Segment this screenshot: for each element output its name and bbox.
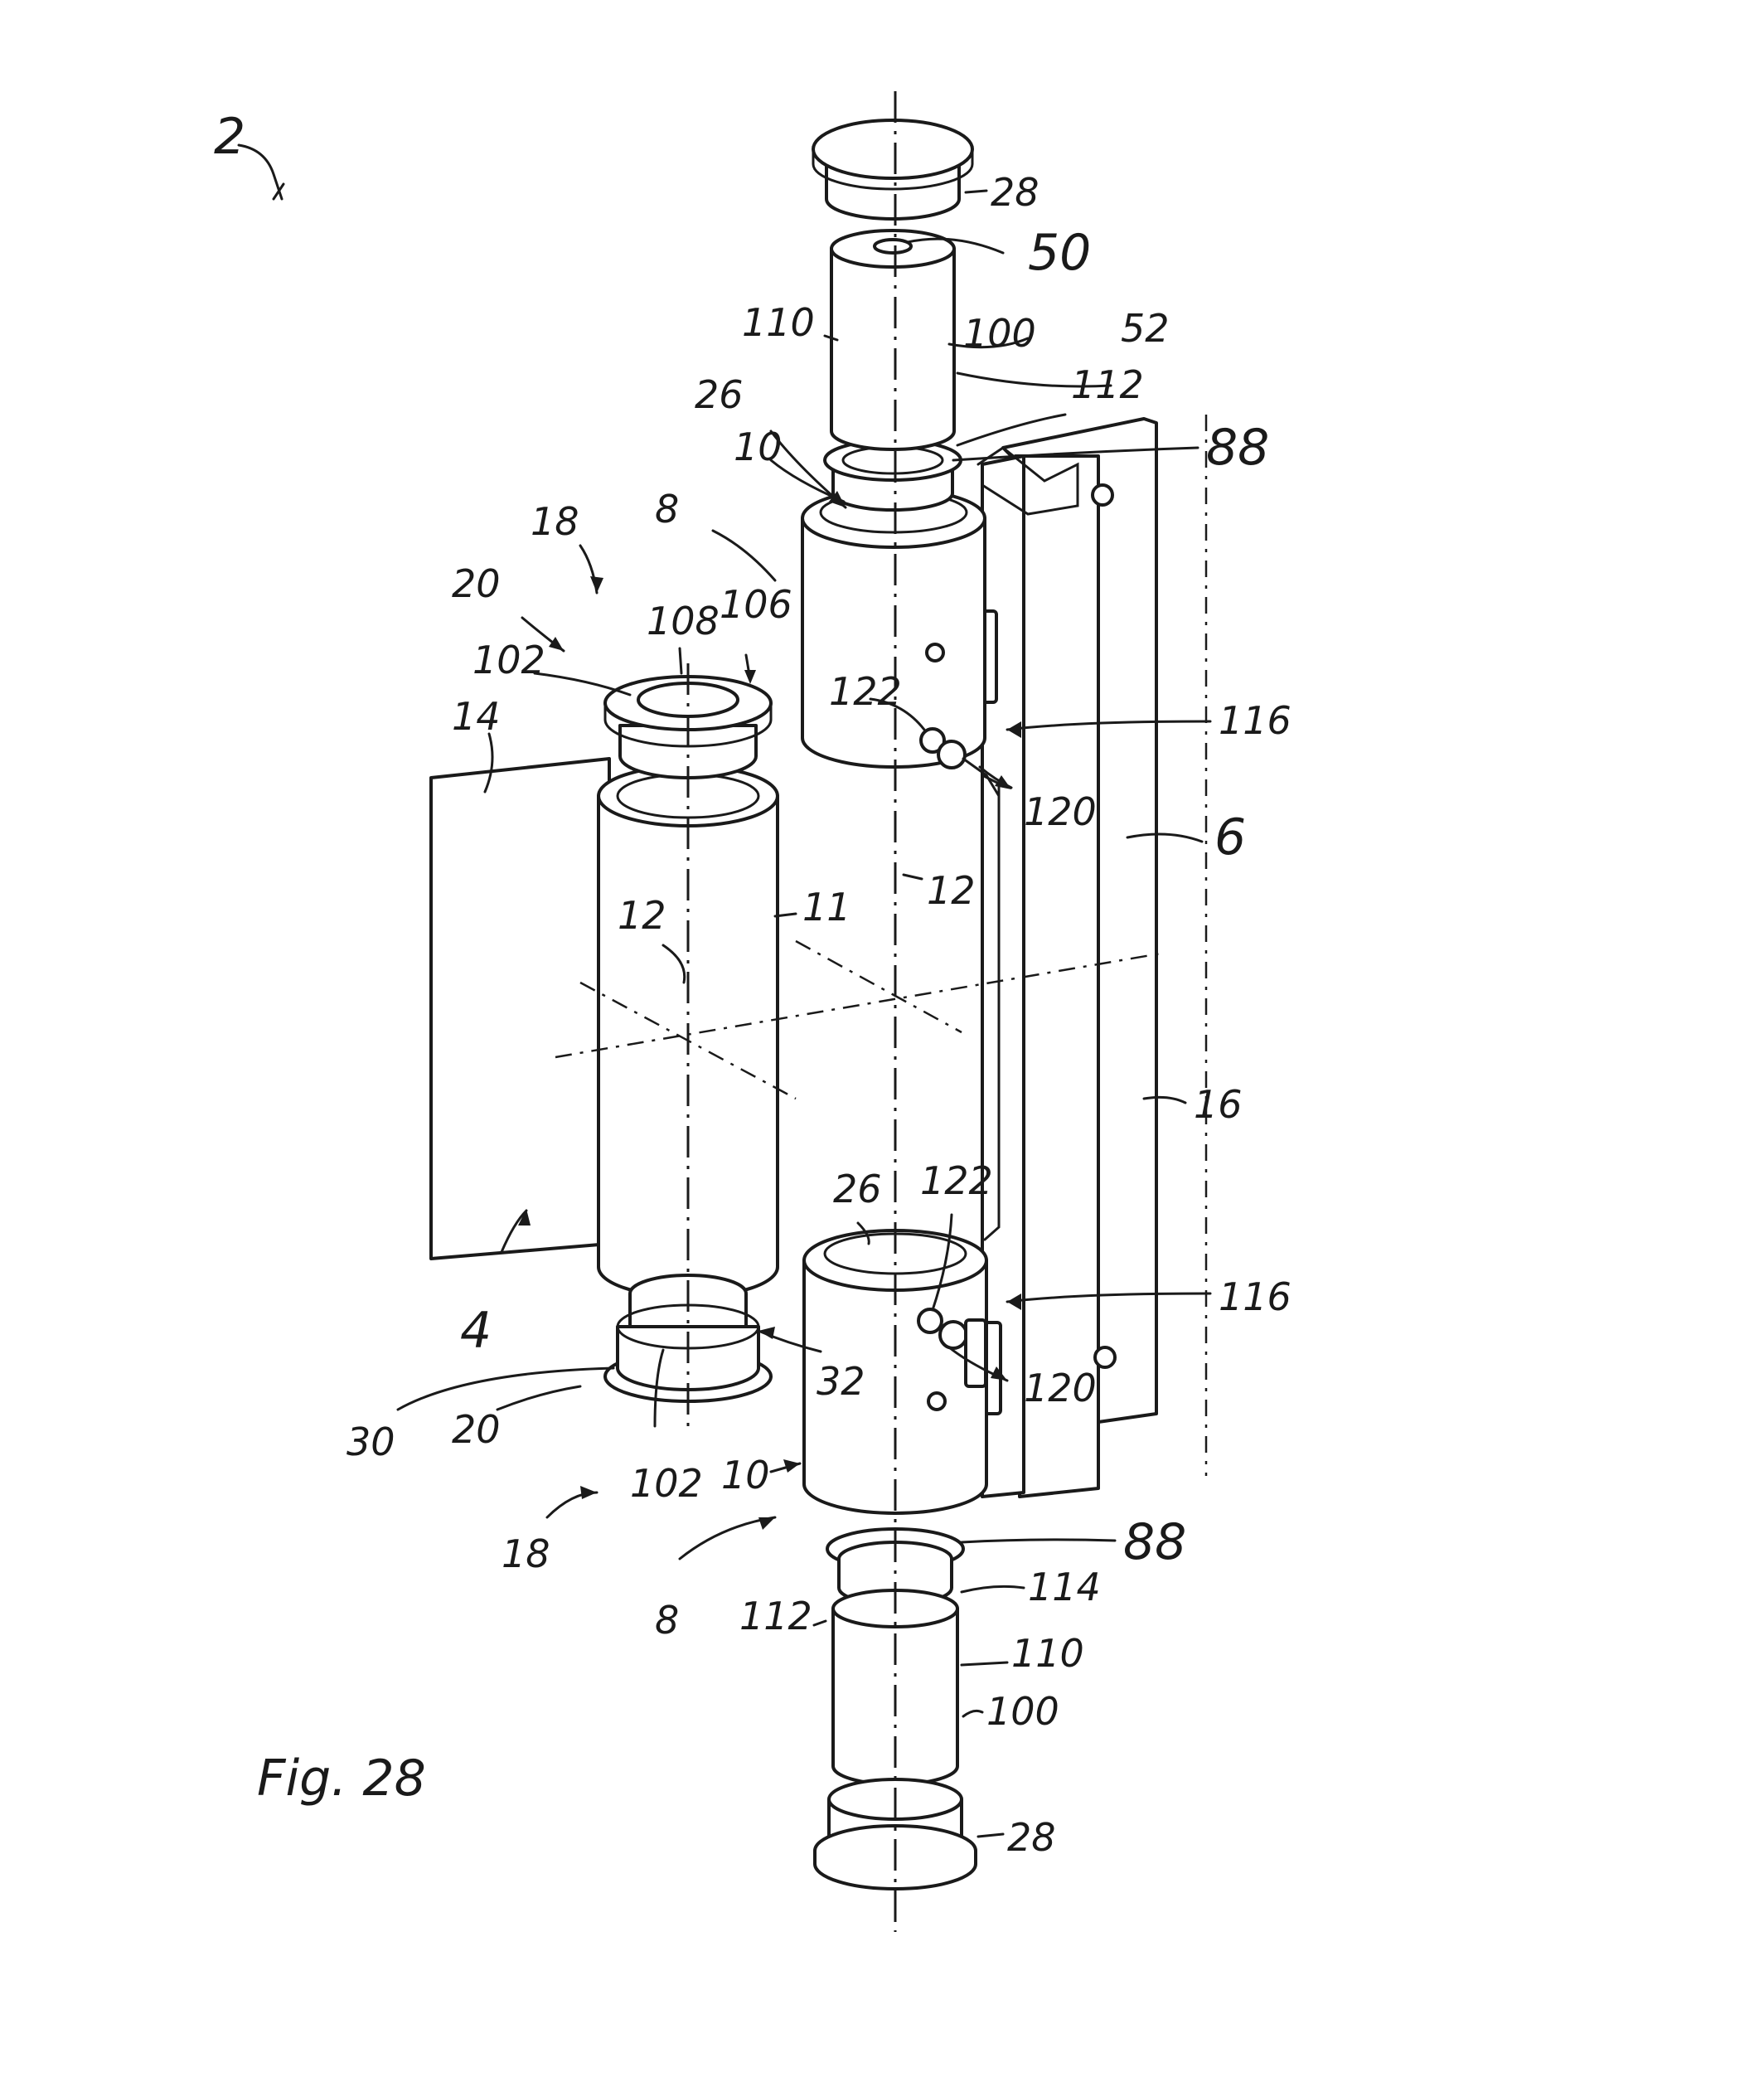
label-110-bottom: 110 bbox=[1011, 1631, 1084, 1676]
label-88-top: 88 bbox=[1206, 419, 1269, 477]
label-10-top: 10 bbox=[734, 425, 783, 469]
label-18-bottom: 18 bbox=[502, 1531, 550, 1576]
label-108: 108 bbox=[647, 599, 720, 643]
label-114: 114 bbox=[1028, 1565, 1101, 1609]
label-16: 16 bbox=[1194, 1082, 1243, 1127]
label-20-top: 20 bbox=[452, 561, 501, 606]
cross-axis-3 bbox=[796, 941, 962, 1032]
label-100-top: 100 bbox=[963, 311, 1036, 356]
label-8-bottom: 8 bbox=[655, 1598, 679, 1643]
label-120-top: 120 bbox=[1024, 789, 1097, 834]
label-18-top: 18 bbox=[531, 499, 579, 544]
label-12-left: 12 bbox=[618, 893, 666, 938]
label-8-top: 8 bbox=[655, 487, 679, 531]
label-120-bottom: 120 bbox=[1024, 1366, 1097, 1410]
label-12-right: 12 bbox=[927, 868, 976, 913]
label-116-top: 116 bbox=[1219, 698, 1292, 743]
label-122-bottom: 122 bbox=[920, 1158, 993, 1203]
label-10-bottom: 10 bbox=[721, 1453, 770, 1497]
label-88-bottom: 88 bbox=[1123, 1513, 1186, 1571]
label-28-top: 28 bbox=[991, 170, 1040, 215]
frame-hole-top bbox=[1093, 485, 1112, 505]
label-102-bottom: 102 bbox=[630, 1461, 703, 1506]
label-102-top: 102 bbox=[472, 638, 545, 682]
label-112-bottom: 112 bbox=[739, 1594, 812, 1638]
label-50: 50 bbox=[1028, 224, 1091, 282]
top-pin-stack bbox=[825, 231, 961, 510]
mounting-frame bbox=[976, 419, 1156, 1497]
label-30: 30 bbox=[346, 1420, 395, 1464]
label-4: 4 bbox=[460, 1302, 492, 1360]
wing-leaf bbox=[431, 759, 609, 1259]
figure-caption: Fig. 28 bbox=[257, 1750, 426, 1808]
label-122-top: 122 bbox=[829, 669, 902, 714]
label-112-top: 112 bbox=[1071, 362, 1144, 407]
label-100-bottom: 100 bbox=[986, 1689, 1059, 1734]
label-6: 6 bbox=[1214, 808, 1246, 866]
label-26-top: 26 bbox=[695, 372, 744, 417]
label-32: 32 bbox=[817, 1359, 865, 1404]
label-26-bottom: 26 bbox=[833, 1167, 882, 1211]
label-110-top: 110 bbox=[742, 300, 815, 345]
top-knuckle bbox=[802, 489, 999, 796]
label-52: 52 bbox=[1121, 306, 1170, 351]
pin-bore bbox=[875, 240, 911, 253]
label-14: 14 bbox=[452, 694, 501, 739]
label-116-bottom: 116 bbox=[1219, 1274, 1292, 1319]
label-11: 11 bbox=[802, 885, 851, 929]
frame-hole-bottom bbox=[1095, 1347, 1115, 1367]
label-2: 2 bbox=[214, 108, 245, 166]
label-106: 106 bbox=[720, 582, 792, 627]
label-28-bottom: 28 bbox=[1007, 1815, 1056, 1860]
label-20-bottom: 20 bbox=[452, 1407, 501, 1452]
top-cap bbox=[813, 120, 972, 219]
